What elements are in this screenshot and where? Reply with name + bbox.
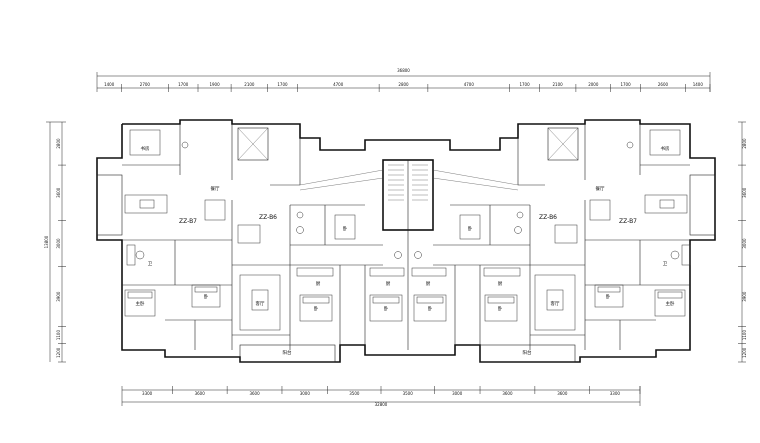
bottom-dimension-value: 3000 — [452, 391, 463, 396]
top-dimension-value: 2700 — [140, 82, 151, 87]
room-label-bedroom: 卧 — [606, 293, 611, 300]
top-dimension-value: 1700 — [519, 82, 530, 87]
bottom-dimension-value: 3500 — [403, 391, 414, 396]
room-label-kitchen: 厨 — [426, 281, 431, 287]
room-label-bedroom: 卧 — [498, 305, 503, 312]
bottom-dimension-value: 3300 — [142, 391, 153, 396]
room-label-bath: 卫 — [148, 261, 153, 267]
left-dimension-value: 1200 — [56, 347, 61, 358]
bottom-dimension-value: 3600 — [249, 391, 260, 396]
right-dimension-value: 1100 — [742, 330, 747, 341]
top-dimension-value: 2100 — [244, 82, 255, 87]
top-dimension-value: 2800 — [398, 82, 409, 87]
room-label-kitchen: 厨 — [386, 281, 391, 287]
room-label-kitchen: 厨 — [498, 281, 503, 287]
room-label-balcony: 阳台 — [283, 349, 292, 356]
room-label-bedroom: 卧 — [314, 305, 319, 312]
top-dimension-value: 2000 — [588, 82, 599, 87]
plan-linework — [49, 75, 743, 403]
top-dimension-value: 1400 — [693, 82, 704, 87]
left-dimension-value: 3000 — [56, 238, 61, 249]
dimension-annotations: 1400 2700 1700 1900 2100 1700 4700 2800 4700 1700… — [44, 68, 747, 407]
room-label-kitchen: 厨 — [316, 281, 321, 287]
bottom-dimension-value: 3600 — [557, 391, 568, 396]
top-dimension-value: 1900 — [209, 82, 220, 87]
room-label-bedroom: 卧 — [204, 293, 209, 300]
top-dimension-value: 1700 — [178, 82, 189, 87]
bottom-dimension-value: 3600 — [502, 391, 513, 396]
bottom-dimension-value: 3300 — [610, 391, 621, 396]
room-label-master: 主卧 — [136, 300, 145, 307]
room-label-master: 主卧 — [666, 300, 675, 307]
left-dimension-value: 2800 — [56, 138, 61, 149]
top-dimension-value: 1400 — [104, 82, 115, 87]
left-dimension-value: 1100 — [56, 330, 61, 341]
left-dimension-value: 3600 — [56, 187, 61, 198]
top-dimension-value: 4700 — [333, 82, 344, 87]
right-dimension-value: 3900 — [742, 291, 747, 302]
room-label-balcony: 阳台 — [523, 349, 532, 356]
room-label-bedroom: 卧 — [468, 225, 473, 232]
bottom-total-dimension: 32800 — [375, 402, 388, 407]
top-dimension-value: 2600 — [658, 82, 669, 87]
room-label-study: 书房 — [661, 145, 670, 152]
bottom-dimension-value: 3000 — [300, 391, 311, 396]
room-label-bath: 卫 — [663, 261, 668, 267]
top-dimension-value: 1700 — [277, 82, 288, 87]
room-label-study: 书房 — [141, 145, 150, 152]
room-label-bedroom: 卧 — [428, 305, 433, 312]
unit-type-label: ZZ-B7 — [619, 218, 637, 225]
room-label-living: 客厅 — [256, 300, 265, 307]
left-dimension-value: 3900 — [56, 291, 61, 302]
unit-type-label: ZZ-B6 — [539, 214, 557, 221]
left-total-dimension: 13800 — [44, 235, 49, 248]
top-dimension-value: 2100 — [553, 82, 564, 87]
right-dimension-value: 1200 — [742, 347, 747, 358]
room-label-dining: 餐厅 — [596, 185, 605, 192]
unit-type-label: ZZ-B6 — [259, 214, 277, 221]
top-total-dimension: 36800 — [397, 68, 410, 73]
right-dimension-value: 2800 — [742, 138, 747, 149]
right-dimension-value: 3600 — [742, 187, 747, 198]
bottom-dimension-value: 3500 — [349, 391, 360, 396]
top-dimension-value: 4700 — [464, 82, 475, 87]
room-label-bedroom: 卧 — [384, 305, 389, 312]
room-label-dining: 餐厅 — [211, 185, 220, 192]
right-dimension-value: 3000 — [742, 238, 747, 249]
room-label-living: 客厅 — [551, 300, 560, 307]
top-dimension-value: 1700 — [620, 82, 631, 87]
unit-type-label: ZZ-B7 — [179, 218, 197, 225]
bottom-dimension-value: 3600 — [195, 391, 206, 396]
room-label-bedroom: 卧 — [343, 225, 348, 232]
